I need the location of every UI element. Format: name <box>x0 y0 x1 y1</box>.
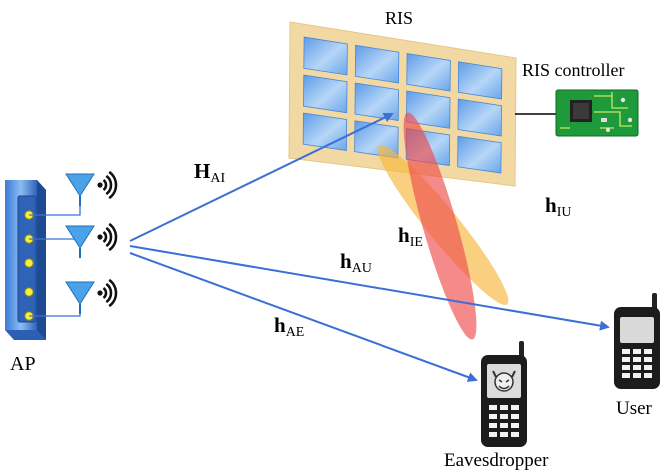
ris-controller-label: RIS controller <box>522 60 624 80</box>
user-label: User <box>616 398 653 419</box>
ap-label: AP <box>10 353 36 375</box>
label-h-AE: hAE <box>274 313 304 340</box>
beam-ris-to-eavesdropper <box>403 112 477 340</box>
arrow-ap-to-eavesdropper <box>129 252 478 382</box>
ris-label: RIS <box>385 8 413 28</box>
ris-panel <box>288 21 517 187</box>
antenna-icon <box>65 225 95 258</box>
ris-element <box>354 82 399 121</box>
ris-element <box>457 98 502 137</box>
label-h-IU: hIU <box>545 193 571 220</box>
label-h-IE: hIE <box>398 223 423 250</box>
devil-face-icon <box>492 370 516 392</box>
ris-element <box>406 90 451 129</box>
arrow-ap-to-ris <box>129 112 394 242</box>
signal-waves-icon <box>97 222 118 252</box>
ris-element <box>354 44 400 84</box>
antenna-icon <box>65 281 95 314</box>
ris-element <box>303 36 348 76</box>
signal-waves-icon <box>97 278 118 308</box>
arrow-ap-to-user <box>129 245 610 331</box>
antenna-array <box>65 170 118 314</box>
pcb-icon <box>555 89 639 137</box>
signal-waves-icon <box>97 170 118 200</box>
ris-element <box>302 112 348 151</box>
label-H-AI: HAI <box>194 159 225 186</box>
label-h-AU: hAU <box>340 249 372 276</box>
ris-element <box>457 61 503 100</box>
eavesdropper-phone-icon <box>481 341 527 447</box>
user-phone-icon <box>614 293 660 389</box>
ris-element <box>406 53 451 92</box>
ris-element <box>457 135 502 174</box>
ris-element <box>303 74 348 114</box>
eavesdropper-label: Eavesdropper <box>444 450 549 471</box>
channel-arrows <box>129 112 610 382</box>
antenna-icon <box>65 173 95 206</box>
ap-tower-icon <box>5 180 46 340</box>
